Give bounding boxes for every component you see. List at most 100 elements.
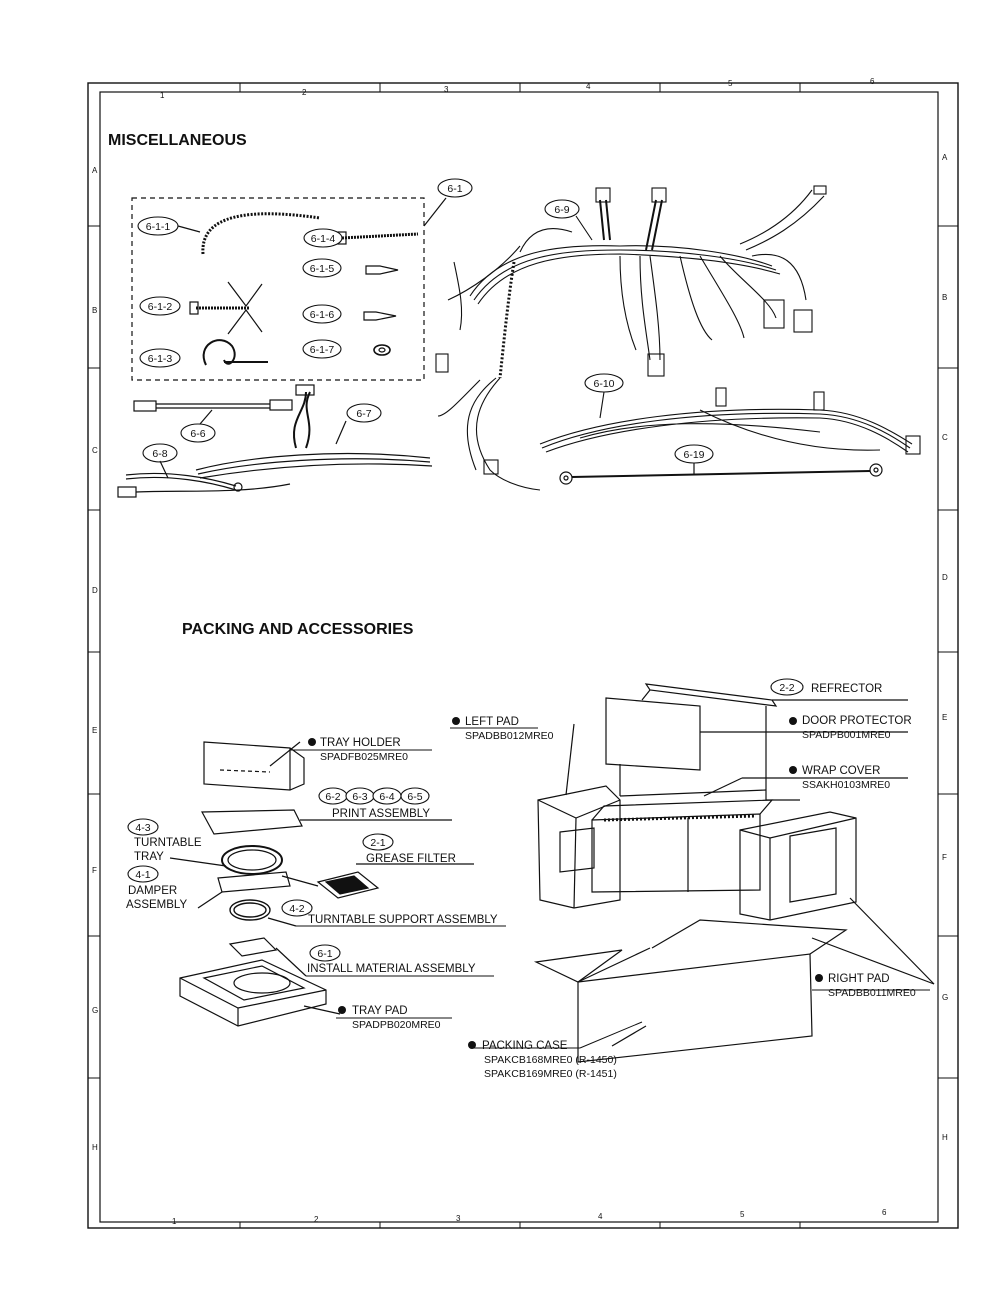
left-pad-label: LEFT PAD bbox=[465, 716, 519, 728]
row-label-right-c: C bbox=[942, 433, 948, 442]
misc-ref-labels: 6-1 6-1-1 6-1-4 6-1-5 6-1-2 6-1-6 6-1-3 … bbox=[146, 183, 705, 461]
damper-label-1: DAMPER bbox=[128, 885, 177, 897]
turntable-support-part bbox=[229, 899, 506, 927]
packing-case-code-1: SPAKCB168MRE0 (R-1450) bbox=[484, 1054, 617, 1066]
install-material-label: INSTALL MATERIAL ASSEMBLY bbox=[307, 963, 476, 975]
wrap-cover-label: WRAP COVER bbox=[802, 765, 880, 777]
packing-case-code-2: SPAKCB169MRE0 (R-1451) bbox=[484, 1068, 617, 1080]
row-label-e: E bbox=[92, 726, 97, 735]
packing-ref-labels: 6-2 6-3 6-4 6-5 4-3 2-1 4-1 4-2 6-1 2-2 bbox=[135, 682, 794, 960]
ref-6-1-install: 6-1 bbox=[317, 948, 332, 960]
ref-6-1-6: 6-1-6 bbox=[310, 309, 335, 321]
ref-6-2: 6-2 bbox=[325, 791, 340, 803]
col-label-3: 3 bbox=[444, 85, 449, 94]
grease-filter-part bbox=[281, 863, 474, 899]
ref-6-9: 6-9 bbox=[554, 204, 569, 216]
tray-pad-label: TRAY PAD bbox=[352, 1005, 408, 1017]
ref-6-8: 6-8 bbox=[152, 448, 167, 460]
row-label-right-d: D bbox=[942, 573, 948, 582]
ref-6-1-2: 6-1-2 bbox=[148, 301, 173, 313]
packing-case-label: PACKING CASE bbox=[482, 1040, 568, 1052]
damper-label-2: ASSEMBLY bbox=[126, 899, 187, 911]
door-protector-label: DOOR PROTECTOR bbox=[802, 715, 912, 727]
screw-part-6 bbox=[363, 311, 397, 321]
ref-6-1-4: 6-1-4 bbox=[311, 233, 336, 245]
col-label-bottom-6: 6 bbox=[882, 1208, 887, 1217]
ref-6-4: 6-4 bbox=[379, 791, 394, 803]
install-material-part bbox=[228, 937, 494, 977]
ref-6-1: 6-1 bbox=[447, 183, 462, 195]
row-label-right-g: G bbox=[942, 993, 948, 1002]
tray-pad-code: SPADPB020MRE0 bbox=[352, 1019, 441, 1031]
right-pad-code: SPADBB011MRE0 bbox=[828, 987, 916, 999]
print-assembly-label: PRINT ASSEMBLY bbox=[332, 808, 430, 820]
ref-6-1-3: 6-1-3 bbox=[148, 353, 173, 365]
row-label-h: H bbox=[92, 1143, 98, 1152]
door-protector-part bbox=[605, 697, 908, 771]
right-pad-part bbox=[739, 811, 935, 985]
turntable-support-label: TURNTABLE SUPPORT ASSEMBLY bbox=[308, 914, 498, 926]
col-label-2: 2 bbox=[302, 88, 307, 97]
leader-lines bbox=[290, 727, 930, 1049]
ground-cable-6-19 bbox=[559, 463, 883, 485]
packing-part-labels: TRAY HOLDER SPADFB025MRE0 PRINT ASSEMBLY… bbox=[126, 683, 916, 1080]
misc-ref-ovals bbox=[137, 178, 714, 464]
packing-ref-ovals bbox=[127, 678, 804, 962]
small-harnesses bbox=[117, 384, 433, 498]
oven-unit bbox=[591, 799, 774, 893]
ref-2-2: 2-2 bbox=[779, 682, 794, 694]
tray-holder-code: SPADFB025MRE0 bbox=[320, 751, 408, 763]
row-label-right-e: E bbox=[942, 713, 947, 722]
frame-row-labels: A B C D E F G H A B C D E F G H bbox=[92, 153, 948, 1152]
col-label-5: 5 bbox=[728, 79, 733, 88]
ref-6-1-5: 6-1-5 bbox=[310, 263, 335, 275]
row-label-g: G bbox=[92, 1006, 98, 1015]
ref-6-7: 6-7 bbox=[356, 408, 371, 420]
packing-case-part bbox=[533, 919, 848, 1063]
col-label-bottom-3: 3 bbox=[456, 1214, 461, 1223]
row-label-d: D bbox=[92, 586, 98, 595]
row-label-c: C bbox=[92, 446, 98, 455]
ref-4-3: 4-3 bbox=[135, 822, 150, 834]
ref-6-6: 6-6 bbox=[190, 428, 205, 440]
row-label-right-b: B bbox=[942, 293, 947, 302]
turntable-tray-label-2: TRAY bbox=[134, 851, 164, 863]
washer-part bbox=[373, 344, 391, 356]
ref-6-1-1: 6-1-1 bbox=[146, 221, 171, 233]
wire-harness-6-10 bbox=[539, 387, 921, 455]
grease-filter-label: GREASE FILTER bbox=[366, 853, 456, 865]
col-label-4: 4 bbox=[586, 82, 591, 91]
drawing-frame bbox=[87, 82, 959, 1229]
packing-section-title: PACKING AND ACCESSORIES bbox=[182, 621, 414, 638]
row-label-a: A bbox=[92, 166, 98, 175]
tray-pad-part bbox=[179, 959, 341, 1027]
col-label-bottom-2: 2 bbox=[314, 1215, 319, 1224]
row-label-f: F bbox=[92, 866, 97, 875]
left-pad-part bbox=[537, 723, 621, 909]
hook-part bbox=[202, 339, 236, 366]
col-label-bottom-5: 5 bbox=[740, 1210, 745, 1219]
ref-6-1-7: 6-1-7 bbox=[310, 344, 335, 356]
ref-6-5: 6-5 bbox=[407, 791, 422, 803]
door-protector-code: SPADPB001MRE0 bbox=[802, 729, 891, 741]
screw-part-5 bbox=[365, 265, 399, 275]
main-wire-harness bbox=[435, 185, 827, 491]
packing-bullets bbox=[308, 717, 823, 1049]
col-label-bottom-4: 4 bbox=[598, 1212, 603, 1221]
col-label-bottom-1: 1 bbox=[172, 1217, 177, 1226]
print-assembly-part bbox=[201, 809, 452, 835]
wrap-cover-part bbox=[619, 706, 908, 801]
tray-holder-label: TRAY HOLDER bbox=[320, 737, 401, 749]
refrector-part bbox=[641, 683, 908, 707]
wrap-cover-code: SSAKH0103MRE0 bbox=[802, 779, 890, 791]
ref-4-2: 4-2 bbox=[289, 903, 304, 915]
install-material-kit bbox=[131, 197, 447, 381]
col-label-1: 1 bbox=[160, 91, 165, 100]
row-label-right-f: F bbox=[942, 853, 947, 862]
misc-section-title: MISCELLANEOUS bbox=[108, 132, 247, 149]
ref-6-10: 6-10 bbox=[593, 378, 614, 390]
col-label-6: 6 bbox=[870, 77, 875, 86]
turntable-tray-label-1: TURNTABLE bbox=[134, 837, 202, 849]
row-label-right-h: H bbox=[942, 1133, 948, 1142]
